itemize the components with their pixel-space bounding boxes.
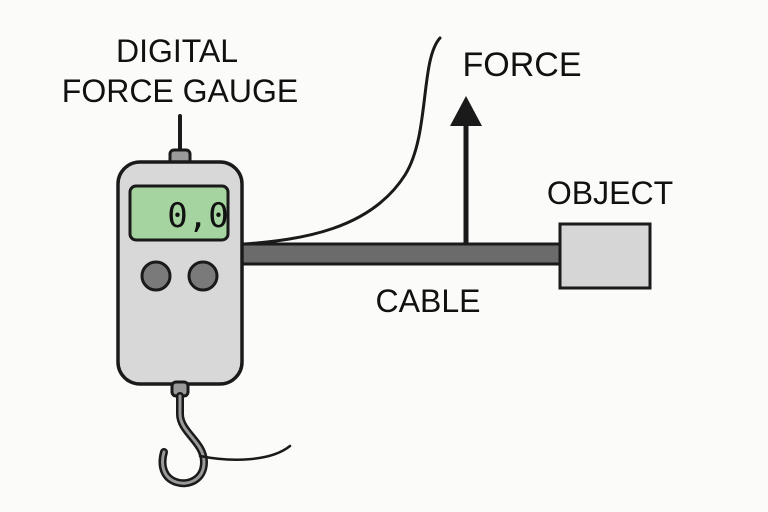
title-label-line1: DIGITAL (116, 33, 238, 69)
upper-wire (242, 36, 442, 246)
gauge-display-value: 0,0 (167, 196, 228, 236)
hook-icon-inner (161, 394, 206, 485)
object-label: OBJECT (547, 175, 673, 211)
cable-label: CABLE (376, 283, 481, 319)
hook-icon (158, 392, 209, 488)
cable (236, 242, 564, 266)
force-arrow-head (450, 96, 482, 126)
gauge-button-left (140, 260, 172, 292)
force-label: FORCE (463, 46, 582, 84)
lower-wire (198, 444, 292, 461)
gauge-display (128, 184, 230, 242)
title-label-line2: FORCE GAUGE (62, 73, 298, 109)
digital-force-gauge: 0,0 (116, 160, 244, 386)
object-box (558, 222, 652, 290)
gauge-button-right (187, 260, 219, 292)
